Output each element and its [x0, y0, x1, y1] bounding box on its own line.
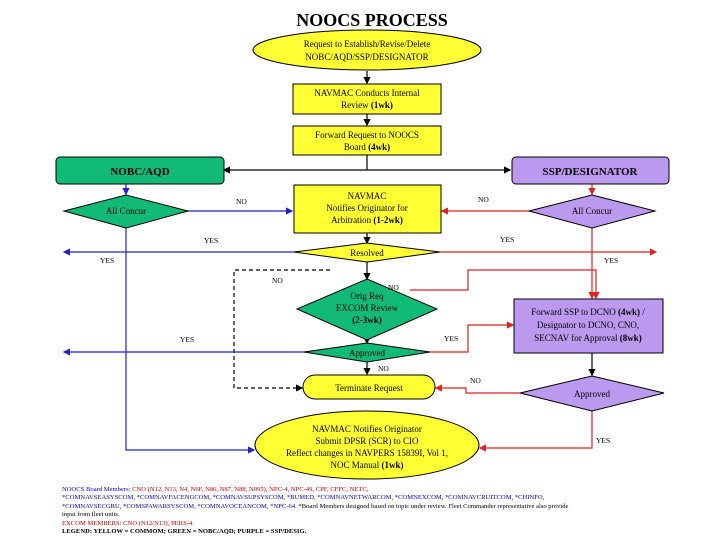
label-yes-approved-right: YES [596, 436, 610, 445]
label-no-approved-right: NO [470, 376, 481, 385]
node-concur-right-label: All Concur [572, 206, 612, 216]
node-nobc-label: NOBC/AQD [110, 166, 169, 178]
label-yes-approved-center: YES [444, 334, 458, 343]
node-final: NAVMAC Notifies Originator Submit DPSR (… [254, 410, 480, 480]
node-all-concur-left: All Concur [62, 194, 190, 229]
node-request: Request to Establish/Revise/Delete NOBC/… [252, 29, 482, 71]
node-ssp-designator: SSP/DESIGNATOR [511, 156, 670, 185]
label-yes-orig: YES [180, 335, 194, 344]
node-approved-right-label: Approved [574, 389, 610, 399]
node-nobc-aqd: NOBC/AQD [55, 156, 225, 185]
notes-line3-black: *Board Members designed based on topic u… [296, 502, 569, 510]
notes-board-label: NOOCS Board Members: [62, 486, 131, 493]
node-terminate: Terminate Request [302, 374, 436, 400]
edge-approved-right-yes [478, 411, 593, 452]
node-final-line2: Submit DPSR (SCR) to CIO [315, 436, 419, 446]
node-forward-noocs: Forward Request to NOOCS Board (4wk) [292, 125, 442, 156]
node-final-line4: NOC Manual (1wk) [331, 460, 404, 470]
edge-approved-yes-right [430, 321, 515, 353]
node-ssp-label: SSP/DESIGNATOR [543, 166, 639, 178]
node-navmac-notifies: NAVMAC Notifies Originator for Arbitrati… [293, 184, 442, 234]
node-review-line2: Review (1wk) [341, 100, 393, 110]
node-orig-line2: EXCOM Review [336, 303, 399, 313]
node-resolved: Resolved [293, 242, 441, 263]
notes-board-members: NOOCS Board Members: CNO (N12, N13, N4, … [62, 486, 712, 494]
notes-line2: *COMNAVSEASYSCOM, *COMNAVFACENGCOM, *COM… [62, 494, 545, 502]
node-forward-ssp-line3: SECNAV for Approval (8wk) [534, 333, 641, 343]
node-forward-line1: Forward Request to NOOCS [315, 130, 419, 140]
notes-line3-blue: *COMNAVSECGRU, *COMSPAWARSYSCOM, *COMNAV… [62, 502, 297, 510]
node-resolved-label: Resolved [350, 248, 384, 258]
node-forward-line2: Board (4wk) [344, 142, 390, 152]
page-title: NOOCS PROCESS [296, 10, 448, 30]
label-no-resolved-left: NO [272, 276, 283, 285]
node-navmac-line3: Arbitration (1-2wk) [331, 215, 403, 225]
edge-approved-right-no [434, 384, 520, 394]
node-forward-ssp: Forward SSP to DCNO (4wk) / Designator t… [513, 298, 664, 354]
node-final-line1: NAVMAC Notifies Originator [312, 424, 422, 434]
node-approved-center-label: Approved [349, 348, 385, 358]
node-review-line1: NAVMAC Conducts Internal [314, 88, 420, 98]
node-approved-right: Approved [519, 375, 665, 412]
notes-panel: NOOCS Board Members: CNO (N12, N13, N4, … [62, 486, 712, 536]
node-navmac-line2: Notifies Originator for [326, 203, 407, 213]
notes-legend: LEGEND: YELLOW = COMMOM; GREEN = NOBC/AQ… [62, 528, 307, 536]
node-terminate-label: Terminate Request [335, 383, 403, 393]
label-yes-left-outer: YES [100, 256, 114, 265]
node-request-line1: Request to Establish/Revise/Delete [304, 39, 430, 49]
notes-line3: *COMNAVSECGRU, *COMSPAWARSYSCOM, *COMNAV… [62, 503, 712, 511]
node-orig-line1: Orig Req [350, 291, 384, 301]
label-no-approved-center: NO [378, 364, 389, 373]
label-no-left: NO [236, 197, 247, 206]
label-yes-left-resolved: YES [204, 236, 218, 245]
edge-resolved-no-right [410, 269, 600, 300]
node-navmac-line1: NAVMAC [348, 191, 387, 201]
node-orig-req: Orig Req EXCOM Review (2-3wk) [295, 278, 439, 341]
node-orig-line3: (2-3wk) [352, 315, 382, 325]
notes-line4: input from fleet units. [62, 511, 120, 519]
notes-excom: EXCOM MEMBERS: CNO (N12/N13), PERS-4. [62, 519, 194, 527]
notes-board-list: CNO (N12, N13, N4, N6F, N86, N87, N88, N… [130, 486, 369, 493]
label-no-right: NO [478, 195, 489, 204]
node-all-concur-right: All Concur [527, 194, 657, 229]
node-forward-ssp-line1: Forward SSP to DCNO (4wk) / [531, 307, 645, 317]
edge-concur-left-yes [125, 228, 256, 454]
node-forward-ssp-line2: Designator to DCNO, CNO, [537, 320, 639, 330]
node-final-line3: Reflect changes in NAVPERS 15839I, Vol 1… [286, 448, 448, 458]
node-request-line2: NOBC/AQD/SSP/DESIGNATOR [305, 52, 428, 62]
node-concur-left-label: All Concur [106, 206, 146, 216]
connectors [62, 71, 658, 454]
edge-labels: NO NO YES YES YES YES NO NO YES YES NO N… [100, 195, 618, 445]
edge-resolved-no-dashed [233, 269, 330, 392]
label-no-resolved-right: NO [388, 283, 399, 292]
node-internal-review: NAVMAC Conducts Internal Review (1wk) [292, 83, 442, 115]
node-approved-center: Approved [303, 342, 431, 363]
label-yes-right-outer: YES [604, 256, 618, 265]
label-yes-right-resolved: YES [500, 235, 514, 244]
